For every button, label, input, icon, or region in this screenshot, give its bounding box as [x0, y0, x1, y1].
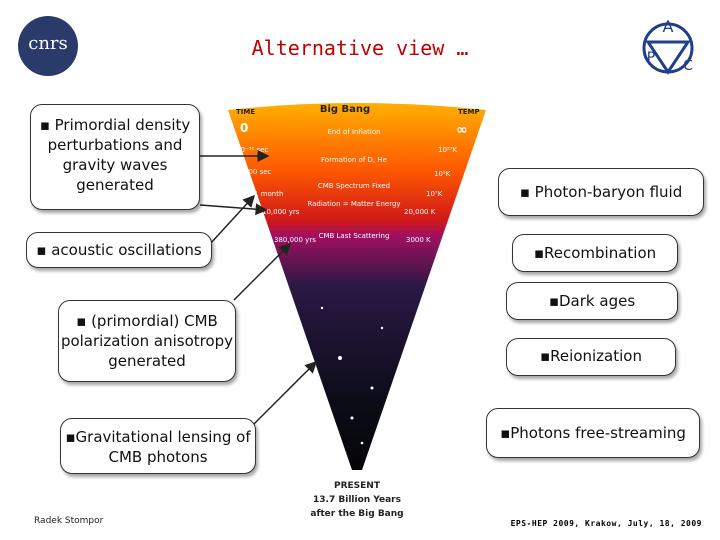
svg-text:A: A: [663, 17, 674, 36]
time-axis-label: TIME: [236, 108, 255, 116]
time-mark-6: 380,000 yrs: [274, 236, 316, 244]
slide-title: Alternative view …: [251, 36, 469, 60]
arrow-lensing: [249, 360, 318, 429]
temp-mark-3: 10⁹K: [434, 170, 451, 178]
event-5: CMB Last Scattering: [319, 232, 390, 240]
present-age-label: 13.7 Billion Years: [313, 495, 401, 505]
temp-axis-label: TEMP: [458, 108, 480, 116]
box-free-streaming: ▪Photons free-streaming: [486, 408, 700, 458]
box-photon-baryon: ▪ Photon-baryon fluid: [498, 168, 704, 216]
box-primordial: ▪ Primordial density perturbations and g…: [30, 104, 200, 210]
event-4: Radiation = Matter Energy: [307, 200, 400, 208]
event-1: End of Inflation: [327, 128, 380, 136]
footer-event: EPS-HEP 2009, Krakow, July, 18, 2009: [510, 519, 702, 528]
event-3: CMB Spectrum Fixed: [318, 182, 390, 190]
present-label: PRESENT: [334, 481, 381, 491]
box-dark-ages: ▪Dark ages: [506, 282, 678, 320]
present-after-label: after the Big Bang: [310, 509, 403, 519]
box-acoustic: ▪ acoustic oscillations: [26, 232, 212, 268]
svg-text:P: P: [647, 50, 655, 66]
time-mark-1: 0: [240, 121, 248, 135]
footer-author: Radek Stompor: [34, 516, 104, 526]
box-recombination: ▪Recombination: [512, 234, 678, 272]
time-mark-2: 10⁻³² sec: [236, 146, 268, 154]
arrow-polarization: [233, 242, 292, 301]
cnrs-logo: cnrs: [18, 16, 78, 76]
temp-mark-2: 10²⁷K: [438, 146, 458, 154]
time-mark-4: 1 month: [254, 190, 283, 198]
temp-mark-1: ∞: [456, 122, 468, 138]
temp-mark-4: 10⁷K: [426, 190, 443, 198]
arrow-acoustic: [209, 194, 256, 245]
apc-logo: A P C: [642, 17, 694, 75]
event-2: Formation of D, He: [321, 156, 387, 164]
time-mark-3: 100 sec: [244, 168, 272, 176]
svg-text:C: C: [683, 58, 693, 74]
box-lensing: ▪Gravitational lensing of CMB photons: [60, 418, 256, 474]
temp-mark-6: 3000 K: [406, 236, 431, 244]
box-cmb-polarization: ▪ (primordial) CMB polarization anisotro…: [58, 300, 236, 382]
arrow-primordial-lower: [199, 203, 268, 216]
big-bang-label: Big Bang: [320, 104, 370, 115]
cosmic-history-cone: Big Bang TIME TEMP 0 10⁻³² sec 100 sec 1…: [228, 103, 486, 519]
box-reionization: ▪Reionization: [506, 338, 676, 376]
temp-mark-5: 20,000 K: [404, 208, 436, 216]
time-mark-5: 10,000 yrs: [262, 208, 300, 216]
